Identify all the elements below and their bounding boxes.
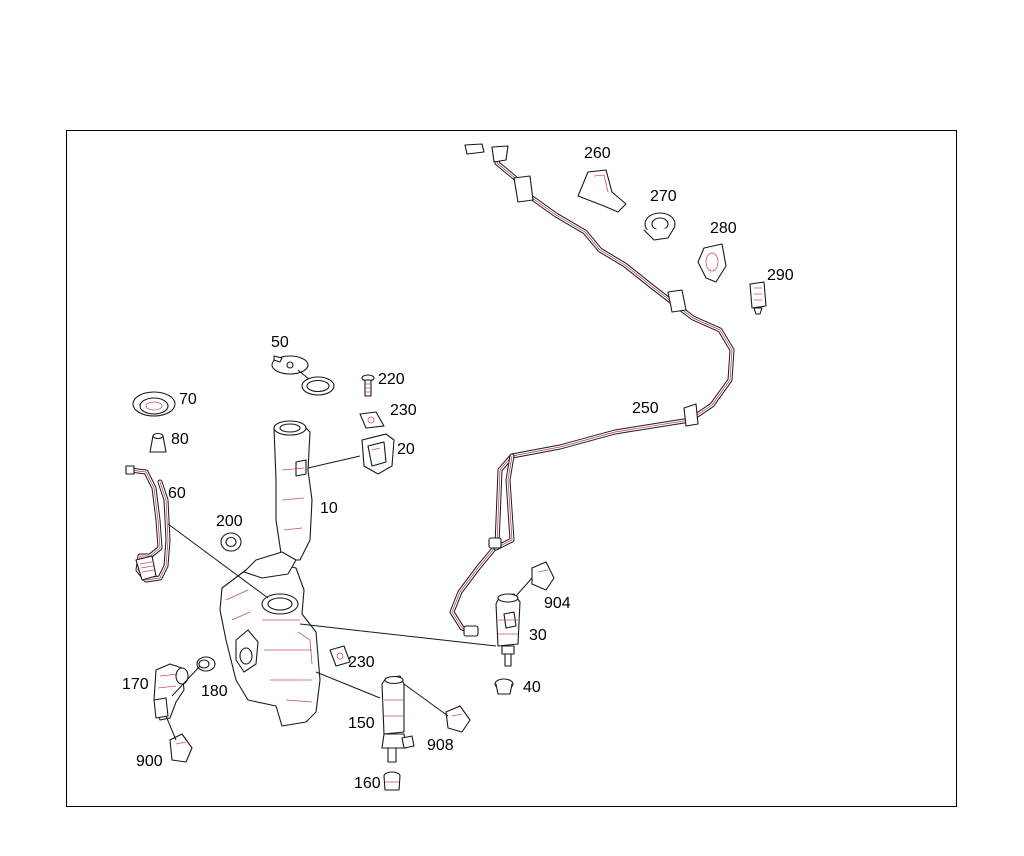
part-40-grommet[interactable] — [494, 678, 514, 695]
label-70: 70 — [179, 391, 197, 408]
part-170-level-sensor[interactable] — [153, 663, 189, 721]
label-20: 20 — [397, 441, 415, 458]
label-250: 250 — [632, 400, 659, 417]
label-200: 200 — [216, 513, 243, 530]
diagram-frame — [66, 130, 957, 807]
part-30-washer-pump[interactable] — [495, 593, 521, 667]
part-270-clip[interactable] — [643, 212, 676, 241]
label-80: 80 — [171, 431, 189, 448]
part-20-bracket[interactable] — [361, 433, 395, 475]
part-60-filler-tube[interactable] — [125, 465, 171, 583]
label-904: 904 — [544, 595, 571, 612]
part-230-clip-lower[interactable] — [329, 645, 351, 667]
part-50-cap[interactable] — [271, 355, 335, 396]
label-230-upper: 230 — [390, 402, 417, 419]
label-220: 220 — [378, 371, 405, 388]
part-908-connector[interactable] — [445, 705, 471, 733]
part-290-connector[interactable] — [749, 281, 767, 315]
label-260: 260 — [584, 145, 611, 162]
label-30: 30 — [529, 627, 547, 644]
label-150: 150 — [348, 715, 375, 732]
label-230-lower: 230 — [348, 654, 375, 671]
part-labels: 10 20 30 40 50 60 70 80 150 160 170 180 … — [122, 145, 794, 792]
label-170: 170 — [122, 676, 149, 693]
label-270: 270 — [650, 188, 677, 205]
part-80-plug[interactable] — [149, 432, 167, 453]
part-230-clip-upper[interactable] — [359, 411, 385, 429]
label-40: 40 — [523, 679, 541, 696]
label-900: 900 — [136, 753, 163, 770]
label-10: 10 — [320, 500, 338, 517]
label-290: 290 — [767, 267, 794, 284]
part-160-grommet[interactable] — [383, 771, 401, 791]
label-280: 280 — [710, 220, 737, 237]
part-260-holder[interactable] — [577, 169, 627, 213]
part-70-cover[interactable] — [132, 391, 176, 417]
label-908: 908 — [427, 737, 454, 754]
leader-lines — [165, 455, 533, 741]
part-200-seal[interactable] — [220, 532, 242, 552]
part-10-reservoir[interactable] — [219, 420, 321, 727]
part-900-connector[interactable] — [169, 733, 193, 763]
label-60: 60 — [168, 485, 186, 502]
part-150-washer-pump[interactable] — [381, 675, 415, 763]
label-50: 50 — [271, 334, 289, 351]
part-180-grommet[interactable] — [196, 656, 216, 672]
label-180: 180 — [201, 683, 228, 700]
part-220-screw[interactable] — [361, 374, 375, 397]
part-904-connector[interactable] — [531, 561, 555, 591]
part-250-washer-hose[interactable] — [449, 143, 735, 637]
label-160: 160 — [354, 775, 381, 792]
part-280-clamp[interactable] — [697, 243, 727, 283]
